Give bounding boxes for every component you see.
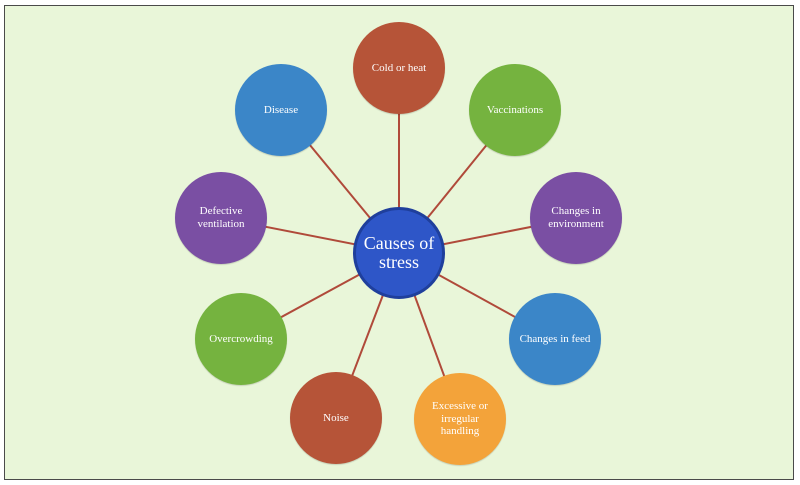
cause-label: Vaccinations <box>486 103 544 116</box>
cause-overcrowding: Overcrowding <box>195 293 287 385</box>
cause-disease: Disease <box>235 64 327 156</box>
cause-label: Overcrowding <box>209 332 273 345</box>
cause-defective-ventilation: Defective ventilation <box>175 172 267 264</box>
cause-excessive-or-irregular-handling: Excessive or irregular handling <box>414 373 506 465</box>
cause-changes-in-environment: Changes in environment <box>530 172 622 264</box>
cause-noise: Noise <box>290 372 382 464</box>
cause-vaccinations: Vaccinations <box>469 64 561 156</box>
cause-label: Disease <box>263 103 299 116</box>
cause-label: Excessive or irregular handling <box>432 400 488 438</box>
cause-label: Changes in feed <box>519 332 591 345</box>
diagram-frame: Cold or heat Vaccinations Changes in env… <box>4 5 794 480</box>
cause-changes-in-feed: Changes in feed <box>509 293 601 385</box>
cause-cold-or-heat: Cold or heat <box>353 22 445 114</box>
cause-label: Changes in environment <box>548 205 604 230</box>
cause-label: Cold or heat <box>371 61 427 74</box>
central-node-causes-of-stress: Causes of stress <box>353 207 445 299</box>
central-label: Causes of stress <box>363 233 435 272</box>
cause-label: Defective ventilation <box>197 205 245 230</box>
cause-label: Noise <box>323 411 349 424</box>
